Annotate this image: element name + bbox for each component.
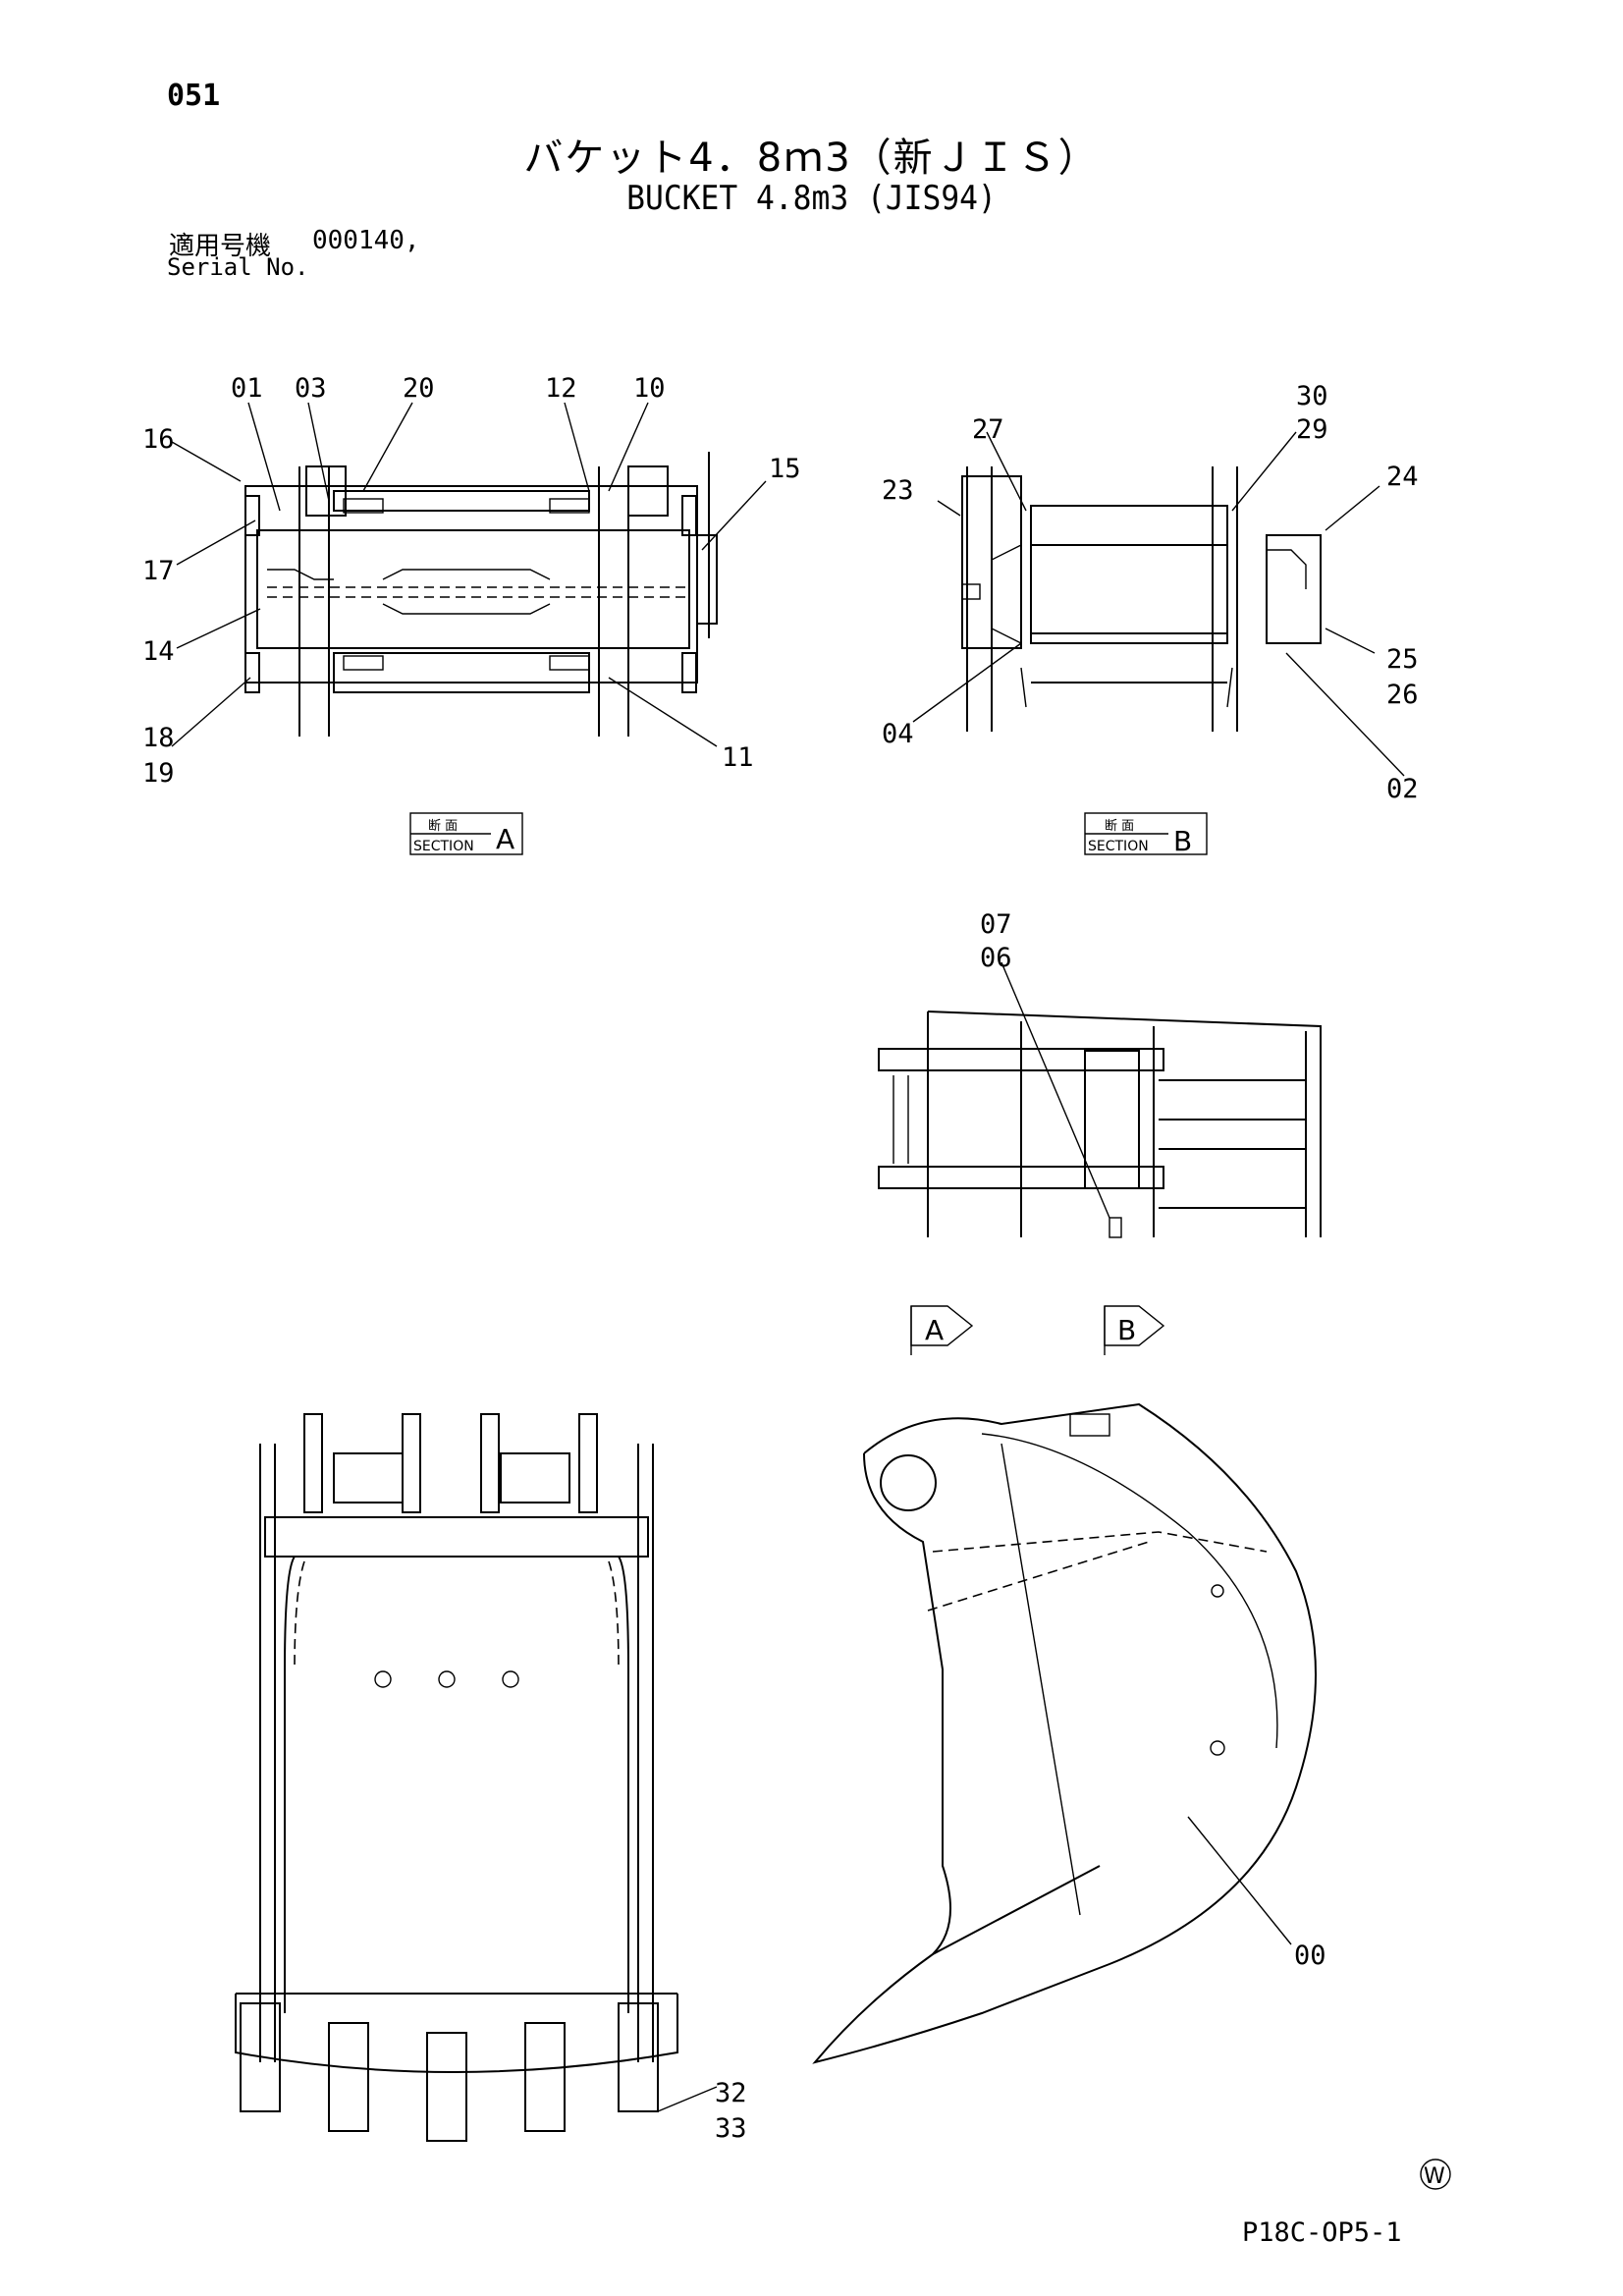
- callout-14: 14: [142, 636, 175, 667]
- callout-20: 20: [403, 373, 435, 404]
- callout-16: 16: [142, 424, 175, 455]
- footer-code: P18C-OP5-1: [1242, 2217, 1402, 2248]
- serial-label-english: Serial No.: [167, 253, 309, 281]
- callout-32: 32: [715, 2078, 747, 2108]
- svg-text:B: B: [1173, 825, 1192, 857]
- svg-text:B: B: [1117, 1314, 1136, 1346]
- callout-33: 33: [715, 2113, 747, 2144]
- svg-text:SECTION: SECTION: [413, 839, 474, 854]
- callout-18: 18: [142, 723, 175, 753]
- callout-04: 04: [882, 719, 914, 749]
- bucket-side-drawing: [812, 1402, 1317, 2064]
- title-english: BUCKET 4.8m3 (JIS94): [626, 179, 997, 218]
- callout-25: 25: [1386, 644, 1419, 675]
- callout-10: 10: [633, 373, 666, 404]
- svg-text:A: A: [496, 823, 514, 855]
- callout-23: 23: [882, 475, 914, 506]
- callout-02: 02: [1386, 774, 1419, 804]
- view-arrow-a: A: [910, 1305, 974, 1355]
- callout-24: 24: [1386, 462, 1419, 492]
- callout-01: 01: [231, 373, 263, 404]
- serial-value: 000140,: [312, 226, 420, 255]
- callout-12: 12: [545, 373, 577, 404]
- svg-text:A: A: [925, 1314, 944, 1346]
- callout-27: 27: [972, 414, 1004, 445]
- view-arrow-b: B: [1104, 1305, 1165, 1355]
- svg-text:断 面: 断 面: [428, 819, 458, 834]
- section-a-badge: 断 面 SECTION A: [409, 812, 523, 855]
- svg-text:W: W: [1424, 2164, 1445, 2189]
- callout-29: 29: [1296, 414, 1328, 445]
- callout-15: 15: [769, 454, 801, 484]
- callout-26: 26: [1386, 680, 1419, 710]
- callout-06: 06: [980, 943, 1012, 973]
- callout-17: 17: [142, 556, 175, 586]
- section-b-badge: 断 面 SECTION B: [1084, 812, 1208, 857]
- callout-07: 07: [980, 909, 1012, 940]
- detail-view-drawing: [878, 961, 1322, 1238]
- serial-label-japanese: 適用号機: [169, 232, 272, 261]
- title-japanese: バケット4．8ｍ3（新ＪＩＳ）: [523, 136, 1100, 181]
- callout-30: 30: [1296, 381, 1328, 411]
- page-number: 051: [167, 79, 221, 113]
- footer-mark: W: [1420, 2159, 1451, 2190]
- section-b-drawing: [912, 431, 1405, 777]
- section-a-drawing: [171, 402, 767, 747]
- callout-19: 19: [142, 758, 175, 789]
- svg-text:SECTION: SECTION: [1088, 839, 1149, 854]
- callout-00: 00: [1294, 1941, 1326, 1971]
- callout-03: 03: [295, 373, 327, 404]
- svg-text:断 面: 断 面: [1105, 819, 1134, 834]
- bucket-front-drawing: [235, 1413, 718, 2142]
- callout-11: 11: [722, 742, 754, 773]
